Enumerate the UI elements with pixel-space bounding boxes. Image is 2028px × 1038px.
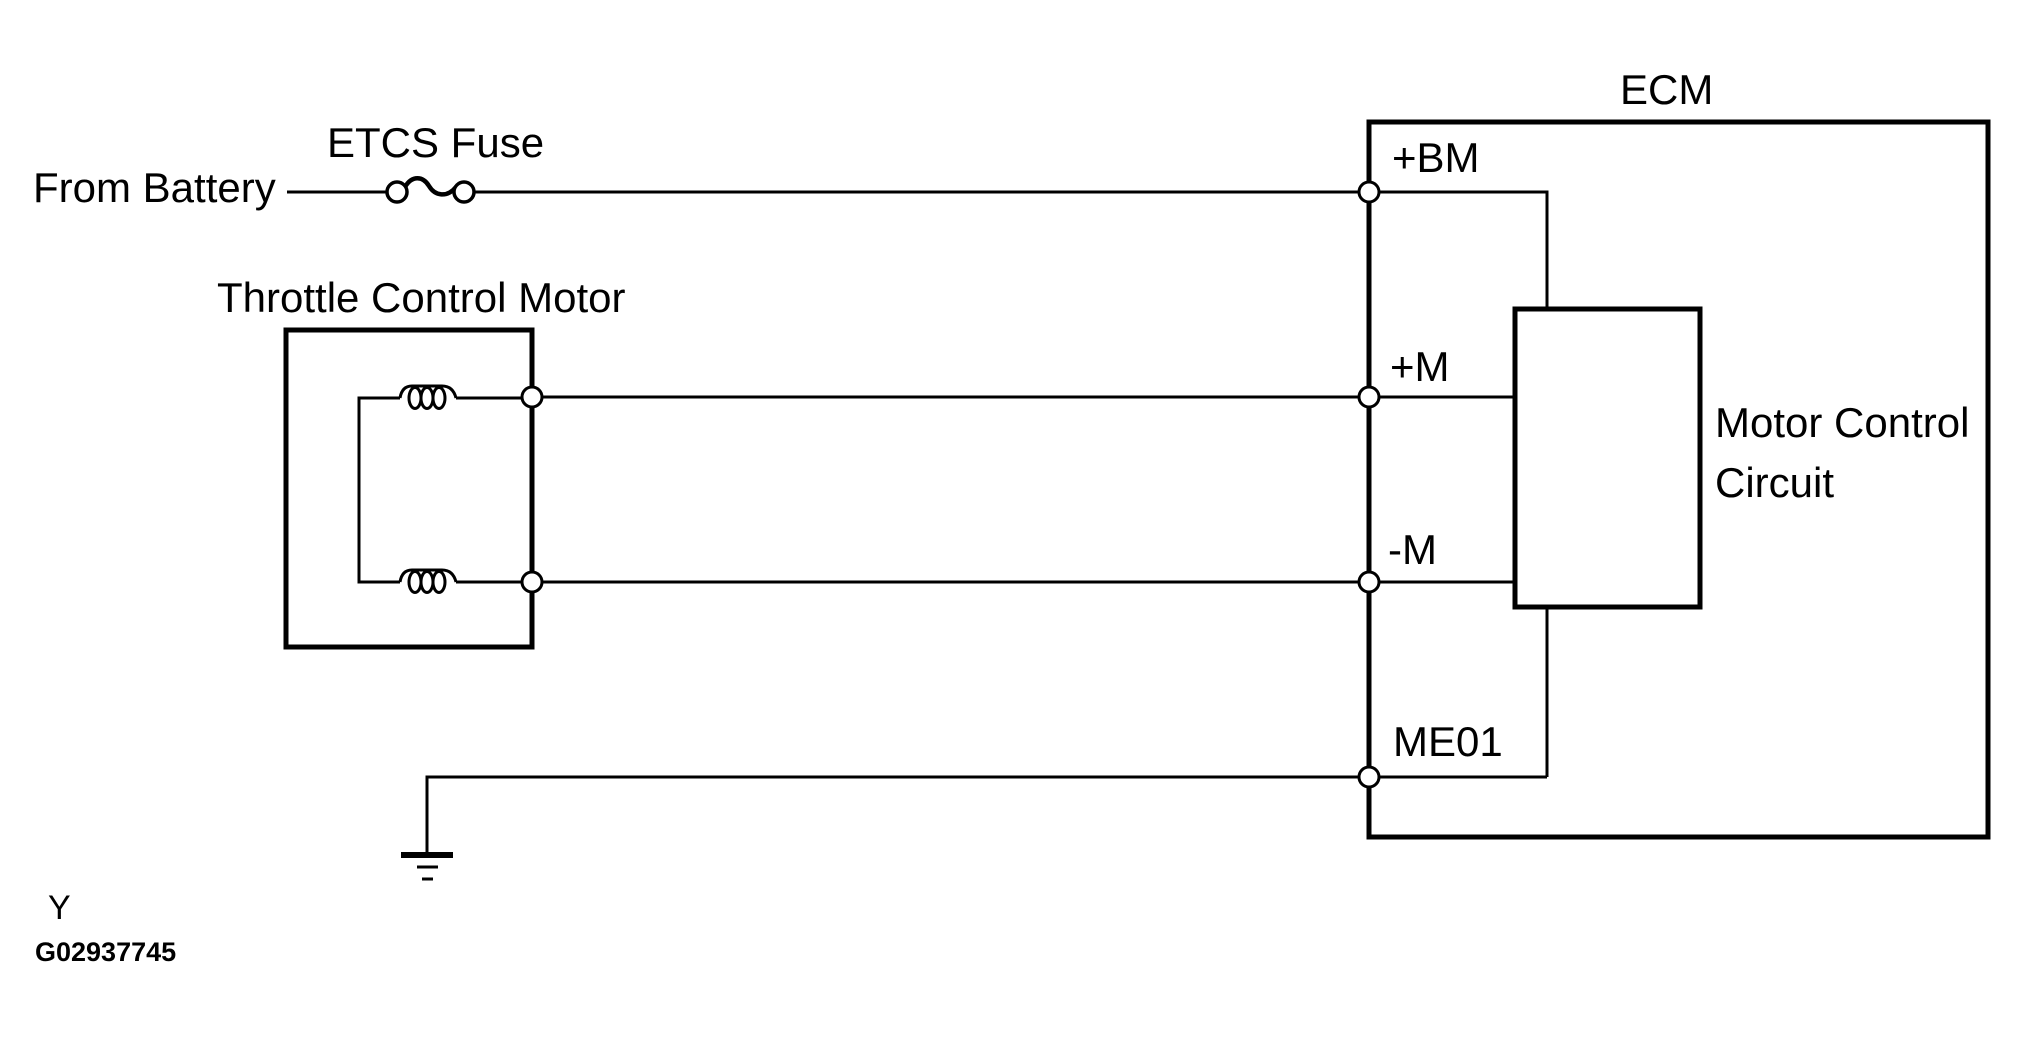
label-ecm: ECM bbox=[1620, 66, 1714, 113]
ground-icon bbox=[401, 852, 453, 881]
coil-icon-lower bbox=[398, 568, 458, 594]
label-pin-m-minus: -M bbox=[1388, 526, 1437, 573]
label-page-code: Y bbox=[48, 889, 71, 927]
motor-control-circuit-box bbox=[1512, 306, 1703, 610]
label-pin-bm: +BM bbox=[1392, 134, 1480, 181]
label-pin-me01: ME01 bbox=[1393, 718, 1503, 765]
label-figure-id: G02937745 bbox=[35, 937, 177, 967]
pin-circles bbox=[520, 180, 1381, 789]
motor-winding-link bbox=[357, 396, 532, 584]
pin-circle-m-plus bbox=[1357, 385, 1381, 409]
pin-circle-m-minus bbox=[1357, 570, 1381, 594]
pin-circle-motor-bot bbox=[520, 570, 544, 594]
coil-icon-upper bbox=[398, 384, 458, 410]
pin-circle-motor-top bbox=[520, 385, 544, 409]
label-from-battery: From Battery bbox=[33, 164, 276, 211]
throttle-motor-box bbox=[283, 327, 535, 650]
label-throttle-control-motor: Throttle Control Motor bbox=[217, 274, 626, 321]
label-pin-m-plus: +M bbox=[1390, 343, 1450, 390]
pin-circle-me01 bbox=[1357, 765, 1381, 789]
wire-me01-to-ground bbox=[425, 775, 1547, 853]
label-motor-control-circuit: Motor Control Circuit bbox=[1715, 399, 1970, 506]
wire-bm-to-motor-control-circuit bbox=[1369, 190, 1549, 309]
fuse-icon bbox=[385, 176, 476, 204]
label-etcs-fuse: ETCS Fuse bbox=[327, 119, 545, 166]
ecm-box bbox=[1366, 119, 1991, 840]
pin-circle-bm bbox=[1357, 180, 1381, 204]
